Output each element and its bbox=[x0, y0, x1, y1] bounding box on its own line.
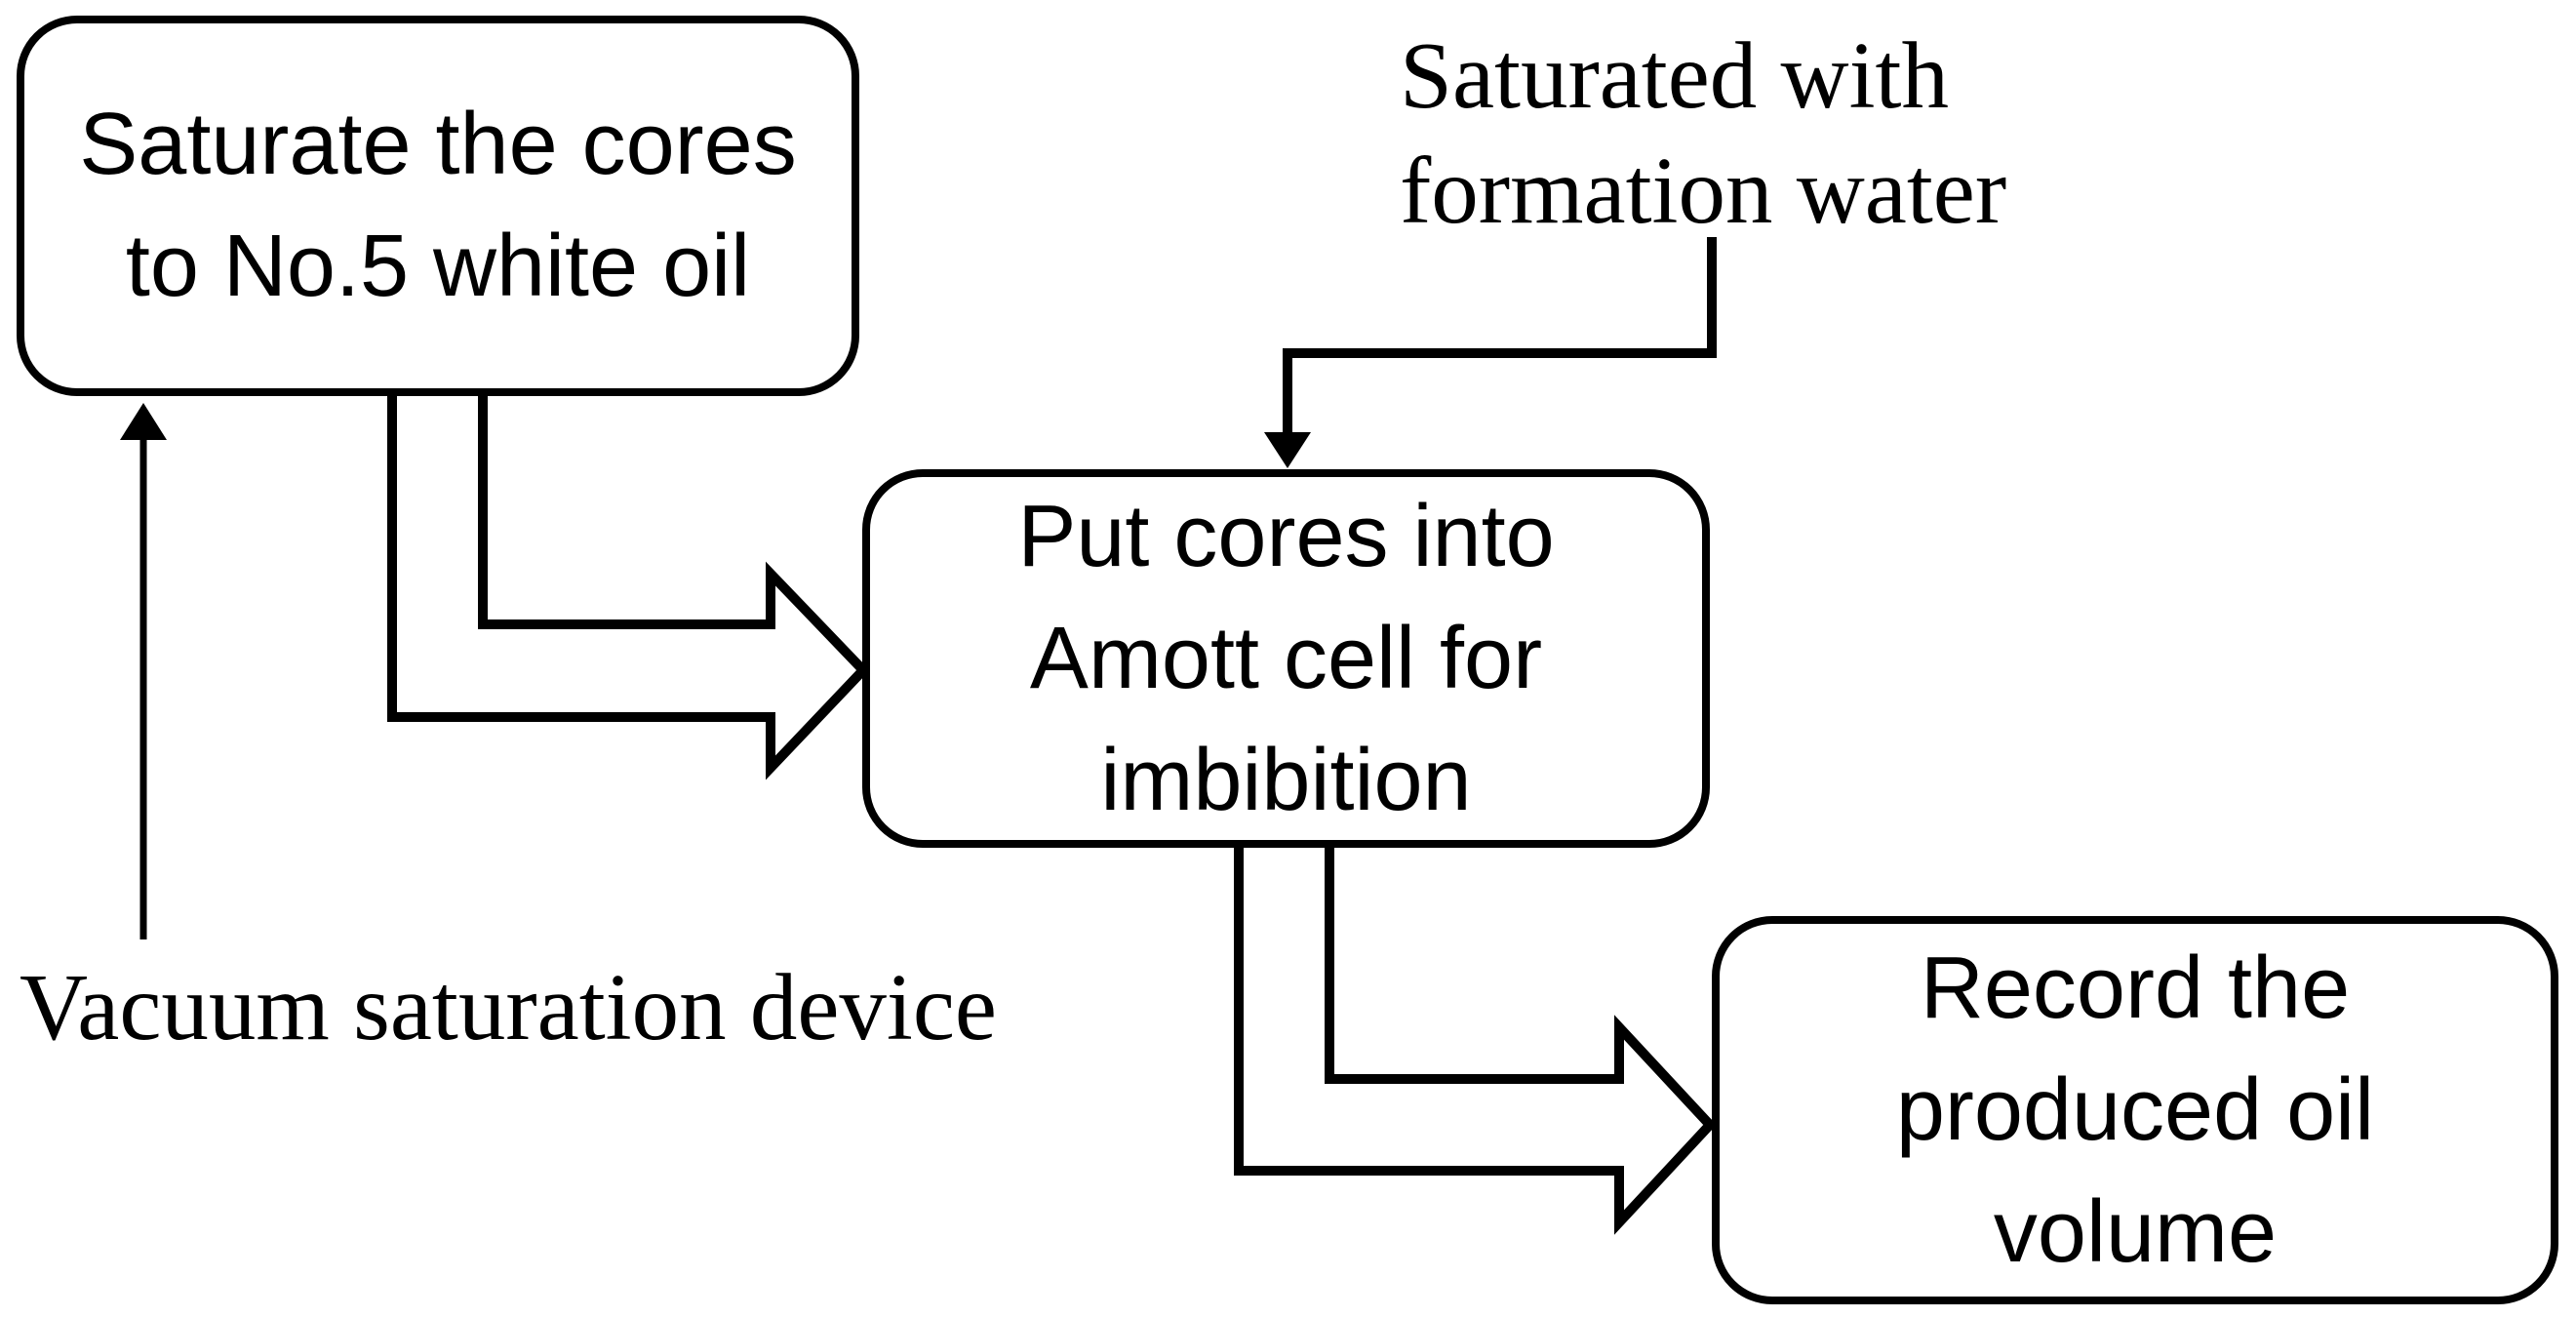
annotation-formation-water-line2: formation water bbox=[1400, 139, 2007, 243]
process-box-record-volume-line3: volume bbox=[1993, 1182, 2278, 1281]
process-box-saturate-cores: Saturate the cores to No.5 white oil bbox=[17, 16, 859, 396]
connector-formation-water-to-amott bbox=[1264, 237, 1717, 468]
process-box-saturate-cores-line2: to No.5 white oil bbox=[125, 218, 751, 315]
process-box-amott-cell-line1: Put cores into bbox=[1017, 487, 1555, 585]
block-arrow-amott-to-record bbox=[1234, 848, 1717, 1235]
vacuum-device-arrowhead-icon bbox=[120, 403, 167, 440]
process-box-record-volume: Record the produced oil volume bbox=[1712, 916, 2558, 1304]
annotation-formation-water-line1: Saturated with bbox=[1400, 23, 1950, 128]
process-box-amott-cell: Put cores into Amott cell for imbibition bbox=[862, 469, 1710, 848]
formation-water-elbow-line bbox=[1283, 237, 1717, 435]
block-arrow-saturate-to-amott-outline bbox=[387, 396, 870, 780]
process-box-record-volume-line2: produced oil bbox=[1895, 1060, 2375, 1159]
process-box-amott-cell-line2: Amott cell for bbox=[1029, 609, 1543, 707]
block-arrow-saturate-to-amott bbox=[387, 396, 870, 780]
formation-water-arrowhead-icon bbox=[1264, 432, 1311, 468]
connector-vacuum-device-to-saturate bbox=[120, 403, 167, 939]
annotation-vacuum-device: Vacuum saturation device bbox=[20, 955, 997, 1059]
block-arrow-amott-to-record-outline bbox=[1234, 848, 1717, 1235]
process-box-saturate-cores-line1: Saturate the cores bbox=[79, 96, 797, 193]
annotation-formation-water: Saturated with formation water bbox=[1400, 19, 2006, 249]
process-box-amott-cell-line3: imbibition bbox=[1100, 731, 1472, 829]
process-box-record-volume-line1: Record the bbox=[1920, 939, 2351, 1037]
